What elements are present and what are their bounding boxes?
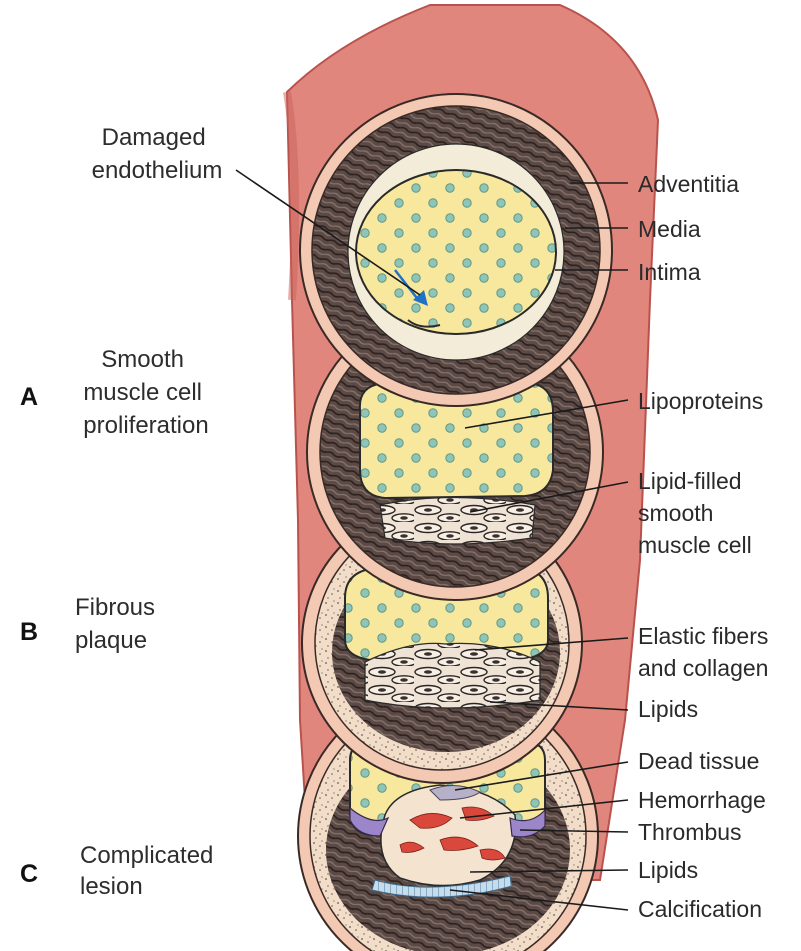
label-adventitia: Adventitia — [638, 171, 739, 197]
label-thrombus: Thrombus — [638, 819, 742, 845]
stage-b: B — [20, 618, 38, 646]
label-lipoproteins: Lipoproteins — [638, 388, 763, 414]
fibrous-cap — [365, 643, 540, 708]
label-lipids-c: Lipids — [638, 857, 698, 883]
label-lipid-filled-smooth-muscle-cell: Lipid-filled smooth muscle cell — [638, 468, 752, 558]
stage-c: C — [20, 860, 38, 888]
label-damaged-endothelium: Damaged endothelium — [92, 124, 223, 184]
label-hemorrhage: Hemorrhage — [638, 787, 766, 813]
label-intima: Intima — [638, 259, 701, 285]
section-top-normal — [300, 94, 612, 406]
label-smooth-muscle-proliferation: Smooth muscle cell proliferation — [83, 346, 208, 439]
stage-a: A — [20, 383, 38, 411]
label-elastic-fibers-collagen: Elastic fibers and collagen — [638, 623, 775, 681]
label-complicated-lesion: Complicated lesion — [80, 842, 220, 900]
label-media: Media — [638, 216, 701, 242]
label-lipids-b: Lipids — [638, 696, 698, 722]
label-dead-tissue: Dead tissue — [638, 748, 759, 774]
label-fibrous-plaque: Fibrous plaque — [75, 594, 162, 654]
label-calcification: Calcification — [638, 896, 762, 922]
